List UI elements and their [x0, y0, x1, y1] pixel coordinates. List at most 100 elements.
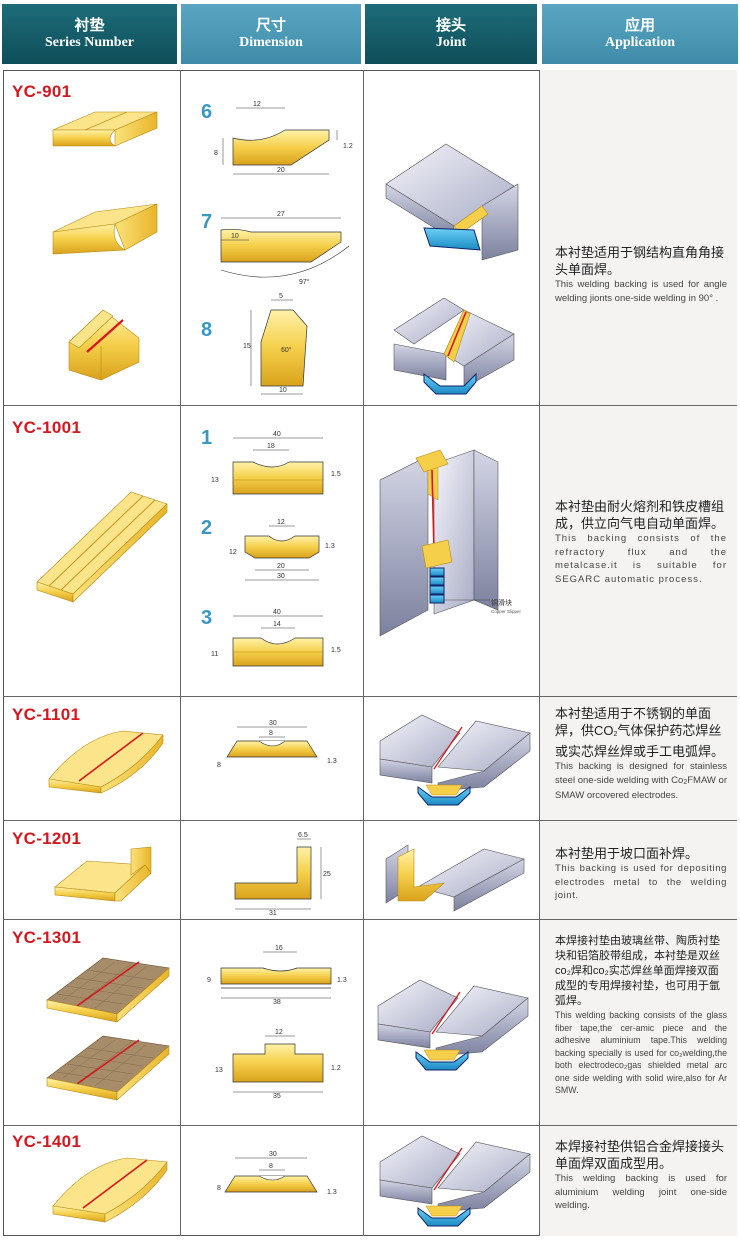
series-code: YC-1201 — [12, 829, 82, 848]
application-text-cn: 本衬垫适用于不锈钢的单面焊，供CO2气体保护药芯焊丝或实芯焊丝焊或手工电弧焊。 — [555, 706, 725, 759]
dimension-cell: 6 12 8 1.2 20 7 27 10 97° 8 5 15 60° — [181, 70, 364, 405]
svg-text:8: 8 — [269, 1163, 273, 1170]
table-row: YC-901 6 12 8 1.2 — [3, 70, 737, 406]
svg-text:38: 38 — [273, 999, 281, 1006]
application-text-cn: 本衬垫适用于钢结构直角角接头单面焊。 — [555, 245, 725, 277]
svg-text:1.2: 1.2 — [331, 1065, 341, 1072]
dimension-cell: 6.5 25 31 — [181, 821, 364, 919]
angle-joint-illustration — [385, 844, 525, 912]
svg-text:40: 40 — [273, 431, 281, 438]
backing-block-illustration — [36, 491, 168, 603]
svg-text:35: 35 — [273, 1093, 281, 1100]
svg-text:10: 10 — [279, 387, 287, 394]
svg-text:13: 13 — [211, 477, 219, 484]
butt-joint-illustration — [379, 714, 531, 806]
angle-joint-illustration — [393, 297, 515, 395]
application-text-cn: 本焊接衬垫由玻璃丝带、陶质衬垫块和铝箔胶带组成，本衬垫是双丝co₂焊和co₂实芯… — [555, 935, 720, 1007]
svg-text:16: 16 — [275, 945, 283, 952]
svg-text:8: 8 — [217, 762, 221, 769]
svg-text:30: 30 — [277, 573, 285, 580]
svg-text:30: 30 — [269, 1151, 277, 1158]
table-row: YC-1301 16 9 — [3, 920, 737, 1126]
svg-text:1.2: 1.2 — [343, 143, 353, 150]
svg-text:31: 31 — [269, 910, 277, 917]
application-text-en: This backing is designed for stainless s… — [555, 761, 727, 801]
application-text-cn: 本焊接衬垫供铝合金焊接接头单面焊双面成型用。 — [555, 1139, 725, 1171]
svg-text:14: 14 — [273, 621, 281, 628]
table-row: YC-1401 30 8 8 1.3 — [3, 1126, 737, 1236]
series-code: YC-1101 — [12, 705, 81, 724]
dimension-drawings: 16 9 1.3 38 12 13 1.2 35 — [207, 945, 347, 1100]
ceramic-backing-illustration — [46, 957, 170, 1023]
application-cell: 本衬垫用于坡口面补焊。 This backing is used for dep… — [540, 821, 737, 919]
application-cell: 本衬垫适用于不锈钢的单面焊，供CO2气体保护药芯焊丝或实芯焊丝焊或手工电弧焊。 … — [540, 697, 737, 820]
application-cell: 本衬垫由耐火熔剂和铁皮槽组成，供立向气电自动单面焊。 This backing … — [540, 406, 737, 696]
dimension-drawings: 6.5 25 31 — [234, 832, 331, 917]
application-text-en: This welding backing is used for angle w… — [555, 279, 727, 304]
svg-text:8: 8 — [217, 1185, 221, 1192]
application-text-en: This backing is used for depositing elec… — [555, 863, 727, 901]
table-row: YC-1001 1 40 18 13 1.5 2 12 12 1.3 — [3, 406, 737, 697]
series-cell: YC-901 — [3, 70, 181, 405]
svg-text:40: 40 — [273, 609, 281, 616]
svg-text:30: 30 — [269, 720, 277, 727]
application-text-cn: 本衬垫由耐火熔剂和铁皮槽组成，供立向气电自动单面焊。 — [555, 499, 725, 531]
svg-text:20: 20 — [277, 563, 285, 570]
application-text-en: This welding backing consists of the gla… — [555, 1010, 727, 1095]
svg-text:18: 18 — [267, 443, 275, 450]
svg-text:8: 8 — [214, 150, 218, 157]
svg-text:8: 8 — [269, 730, 273, 737]
ceramic-backing-illustration — [46, 1035, 170, 1101]
series-cell: YC-1001 — [3, 406, 181, 696]
svg-text:1.3: 1.3 — [327, 1189, 337, 1196]
svg-text:1.3: 1.3 — [337, 977, 347, 984]
dimension-drawings: 30 8 8 1.3 — [217, 1151, 337, 1196]
series-code: YC-1001 — [12, 418, 82, 437]
joint-cell — [364, 70, 540, 405]
backing-block-illustration — [54, 846, 152, 902]
dimension-cell: 30 8 8 1.3 — [181, 1126, 364, 1236]
profile-number: 8 — [201, 319, 212, 341]
svg-text:12: 12 — [229, 549, 237, 556]
series-code: YC-901 — [12, 82, 72, 101]
joint-cell — [364, 1126, 540, 1236]
butt-joint-illustration — [379, 1135, 531, 1227]
svg-text:1.3: 1.3 — [325, 543, 335, 550]
header-series-number: 衬垫 Series Number — [2, 4, 177, 64]
profile-number: 6 — [201, 101, 212, 123]
application-cell: 本衬垫适用于钢结构直角角接头单面焊。 This welding backing … — [540, 70, 737, 405]
svg-text:铜滑块: 铜滑块 — [491, 598, 512, 607]
application-cell: 本焊接衬垫供铝合金焊接接头单面焊双面成型用。 This welding back… — [540, 1126, 737, 1236]
svg-text:27: 27 — [277, 211, 285, 218]
dimension-cell: 16 9 1.3 38 12 13 1.2 35 — [181, 920, 364, 1125]
application-cell: 本焊接衬垫由玻璃丝带、陶质衬垫块和铝箔胶带组成，本衬垫是双丝co₂焊和co₂实芯… — [540, 920, 737, 1125]
svg-text:13: 13 — [215, 1067, 223, 1074]
backing-block-illustration — [48, 730, 164, 794]
series-cell: YC-1301 — [3, 920, 181, 1125]
header-joint: 接头 Joint — [365, 4, 537, 64]
dimension-cell: 1 40 18 13 1.5 2 12 12 1.3 20 30 3 40 — [181, 406, 364, 696]
profile-number: 3 — [201, 607, 212, 629]
joint-cell: 铜滑块 Copper Slipper — [364, 406, 540, 696]
header-dimension: 尺寸 Dimension — [181, 4, 361, 64]
series-code: YC-1401 — [12, 1132, 82, 1151]
svg-text:20: 20 — [277, 167, 285, 174]
profile-number: 1 — [201, 427, 212, 449]
svg-text:9: 9 — [207, 977, 211, 984]
backing-block-illustration — [52, 203, 158, 255]
dimension-drawings: 6 12 8 1.2 20 7 27 10 97° 8 5 15 60° — [201, 101, 353, 395]
svg-text:5: 5 — [279, 293, 283, 300]
svg-text:25: 25 — [323, 871, 331, 878]
backing-block-illustration — [52, 111, 158, 147]
svg-text:1.5: 1.5 — [331, 647, 341, 654]
dimension-drawings: 1 40 18 13 1.5 2 12 12 1.3 20 30 3 40 — [201, 427, 341, 667]
svg-text:Copper Slipper: Copper Slipper — [491, 609, 522, 614]
svg-text:1.3: 1.3 — [327, 758, 337, 765]
joint-cell — [364, 920, 540, 1125]
svg-text:10: 10 — [231, 233, 239, 240]
series-cell: YC-1101 — [3, 697, 181, 820]
joint-cell — [364, 821, 540, 919]
svg-text:12: 12 — [277, 519, 285, 526]
application-text-cn: 本衬垫用于坡口面补焊。 — [555, 846, 699, 861]
backing-block-illustration — [68, 309, 140, 381]
